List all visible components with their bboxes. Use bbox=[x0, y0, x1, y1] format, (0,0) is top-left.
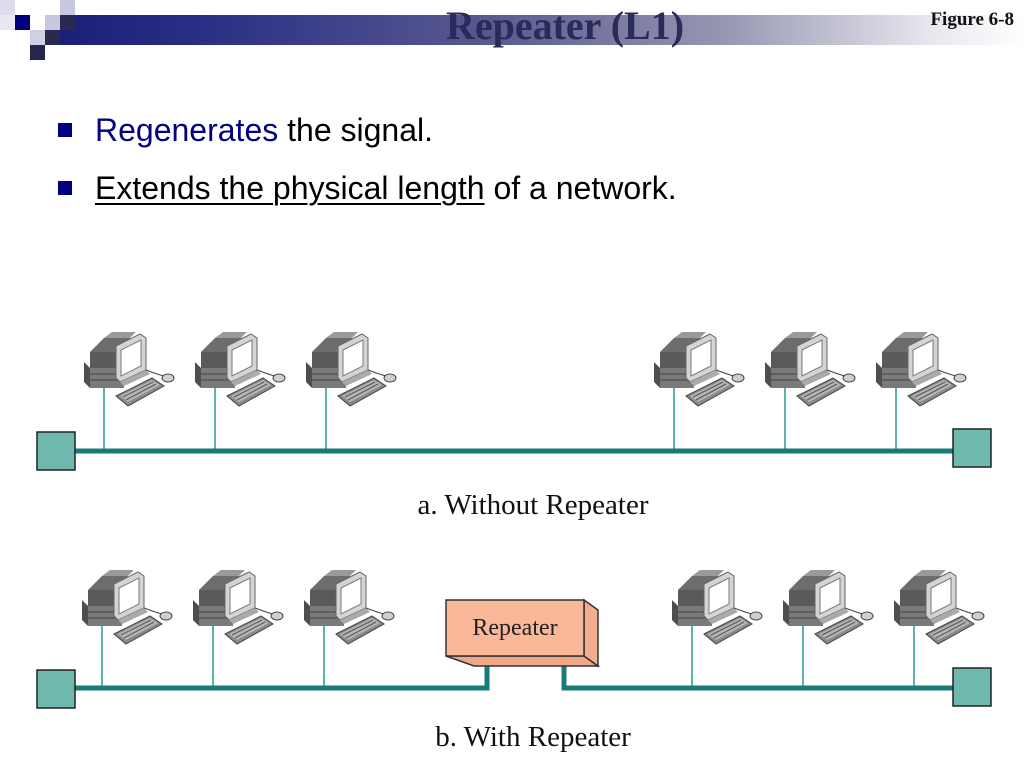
terminator-right bbox=[952, 428, 992, 468]
desktop-computer-icon bbox=[782, 569, 874, 645]
desktop-computer-icon bbox=[764, 331, 856, 407]
square-bullet-icon bbox=[58, 123, 72, 137]
bullet-text: the signal. bbox=[278, 112, 433, 148]
repeater-device: Repeater bbox=[445, 598, 601, 668]
underlined-text: Extends the physical length bbox=[95, 170, 485, 206]
terminator-left bbox=[36, 669, 76, 709]
desktop-computer-icon bbox=[303, 569, 395, 645]
panel-b-with-repeater: Repeater b. With Repeater bbox=[36, 569, 992, 753]
terminator-left bbox=[36, 431, 76, 471]
panel-a-without-repeater: a. Without Repeater bbox=[36, 331, 992, 521]
desktop-computer-icon bbox=[83, 331, 175, 407]
desktop-computer-icon bbox=[194, 331, 286, 407]
desktop-computer-icon bbox=[305, 331, 397, 407]
desktop-computer-icon bbox=[875, 331, 967, 407]
desktop-computer-icon bbox=[192, 569, 284, 645]
desktop-computer-icon bbox=[893, 569, 985, 645]
bus-cable-left bbox=[75, 664, 490, 691]
desktop-computer-icon bbox=[653, 331, 745, 407]
highlight-text: Regenerates bbox=[95, 112, 279, 148]
terminator-right bbox=[952, 667, 992, 707]
bullet-text: of a network. bbox=[484, 170, 677, 206]
square-bullet-icon bbox=[58, 181, 72, 195]
desktop-computer-icon bbox=[81, 569, 173, 645]
repeater-label: Repeater bbox=[472, 615, 557, 641]
figure-reference: Figure 6-8 bbox=[930, 9, 1014, 30]
slide-title: Repeater (L1) bbox=[445, 3, 685, 48]
caption-b: b. With Repeater bbox=[435, 721, 631, 753]
desktop-computer-icon bbox=[671, 569, 763, 645]
bus-cable-right bbox=[561, 664, 953, 691]
header-gradient-band bbox=[60, 15, 1024, 45]
caption-a: a. Without Repeater bbox=[417, 489, 648, 521]
